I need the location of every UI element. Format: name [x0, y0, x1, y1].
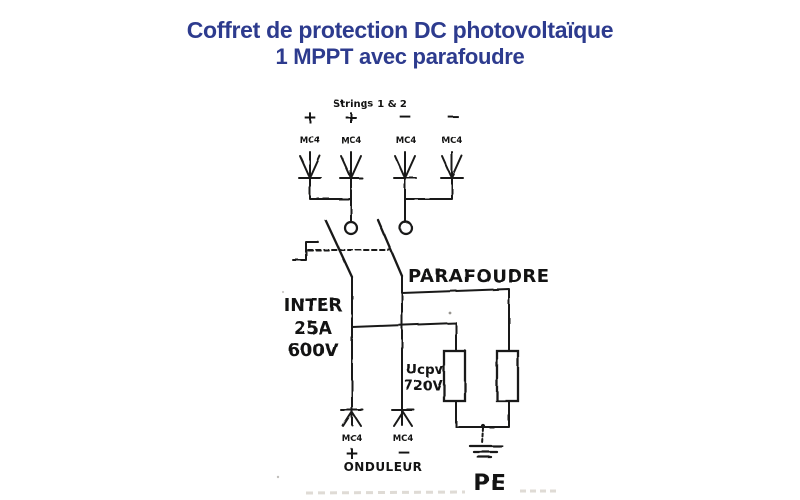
- wiring-poles: [351, 275, 403, 426]
- wiring-top: [309, 177, 453, 223]
- mc4-connector-bottom-2: [391, 409, 415, 427]
- input-mc4-label-1: MC4: [300, 136, 321, 146]
- page-title-line1: Coffret de protection DC photovoltaïque: [186, 17, 614, 43]
- input-mc4-label-3: MC4: [396, 136, 417, 146]
- mc4-connector-top-2: [339, 151, 363, 179]
- switch-pole-contact-1: [343, 220, 359, 236]
- input-polarity-4: −: [446, 107, 460, 127]
- spd-module-left: [442, 349, 467, 403]
- input-mc4-label-2: MC4: [341, 136, 362, 146]
- page-title-line2: 1 MPPT avec parafoudre: [275, 44, 525, 69]
- switch-blade-2: [376, 218, 404, 278]
- spd-module-right: [495, 349, 520, 403]
- ucpv-label-line1: Ucpv: [406, 362, 444, 378]
- mc4-connector-bottom-1: [340, 409, 364, 427]
- switch-label-line1: INTER: [284, 296, 343, 316]
- output-mc4-label-1: MC4: [342, 434, 363, 444]
- input-polarity-3: −: [398, 107, 412, 127]
- output-polarity-2: −: [397, 443, 411, 463]
- parafoudre-label: PARAFOUDRE: [408, 266, 550, 287]
- onduleur-label: ONDULEUR: [344, 460, 423, 474]
- ucpv-label-line2: 720V: [404, 378, 443, 394]
- mc4-connector-top-4: [440, 151, 464, 179]
- output-polarity-1: +: [345, 444, 359, 464]
- input-polarity-1: +: [303, 108, 317, 128]
- ground-icon: [468, 444, 504, 459]
- earth-lead: [481, 427, 484, 445]
- strings-label: Strings 1 & 2: [333, 99, 407, 110]
- earth-connection: [468, 423, 504, 459]
- scan-artifacts: [276, 290, 558, 495]
- wiring-spd-branch: [351, 288, 510, 428]
- switch-pole-contact-2: [398, 220, 413, 235]
- switch-blade-1: [324, 219, 354, 279]
- disconnect-switch: [292, 218, 413, 279]
- switch-handle-icon: [292, 241, 319, 261]
- pe-label: PE: [473, 471, 506, 496]
- switch-label-line3: 600V: [288, 341, 339, 361]
- output-mc4-label-2: MC4: [393, 434, 414, 444]
- switch-label-line2: 25A: [294, 319, 332, 339]
- input-polarity-2: +: [344, 108, 358, 128]
- mc4-connector-top-3: [393, 151, 417, 179]
- mc4-connector-top-1: [298, 151, 322, 179]
- page-title: Coffret de protection DC photovoltaïque …: [0, 16, 800, 70]
- input-mc4-label-4: MC4: [442, 136, 463, 146]
